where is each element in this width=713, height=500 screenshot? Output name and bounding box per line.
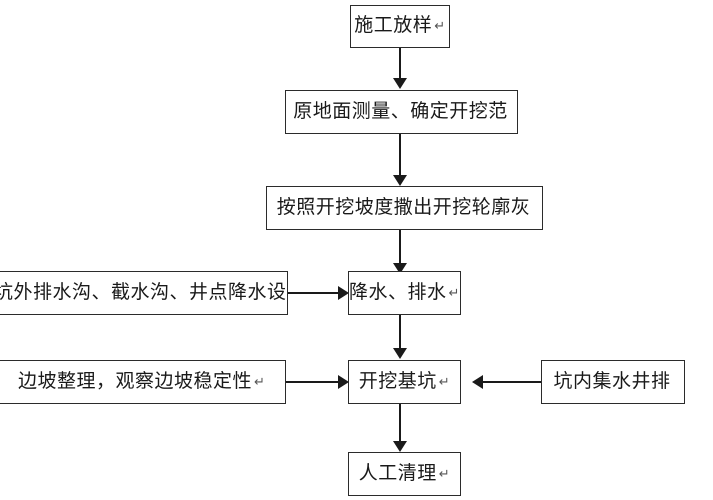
flow-node-slope-trimming[interactable]: 边坡整理，观察边坡稳定性↵ <box>0 360 286 404</box>
connector-n8-n7 <box>483 381 541 383</box>
flow-node-excavate-foundation-pit[interactable]: 开挖基坑↵ <box>348 360 461 404</box>
flow-node-internal-sump-drainage[interactable]: 坑内集水井排 <box>541 360 685 404</box>
flow-node-label: 开挖基坑 <box>358 370 437 392</box>
flow-node-excavation-outline[interactable]: 按照开挖坡度撒出开挖轮廓灰 <box>266 186 543 230</box>
return-mark-icon: ↵ <box>254 373 266 389</box>
connector-n3-n5 <box>399 230 401 263</box>
flow-node-label: 原地面测量、确定开挖范 <box>293 100 508 122</box>
flow-node-label: 坑内集水井排 <box>553 370 671 392</box>
connector-n4-n5 <box>288 292 338 294</box>
arrow-left-icon-n8-n7 <box>472 375 483 389</box>
arrow-down-icon-n7-n9 <box>393 441 407 452</box>
arrow-right-icon-n6-n7 <box>338 375 349 389</box>
return-mark-icon: ↵ <box>448 284 460 300</box>
flow-node-label: 降水、排水 <box>349 281 447 303</box>
connector-n5-n7 <box>399 315 401 348</box>
flow-node-dewatering-drainage[interactable]: 降水、排水↵ <box>348 271 461 315</box>
flow-node-label: 边坡整理，观察边坡稳定性 <box>18 370 253 392</box>
flow-node-label: 人工清理 <box>358 462 437 484</box>
arrow-down-icon-n1-n2 <box>393 78 407 89</box>
return-mark-icon: ↵ <box>438 373 451 389</box>
flow-node-label: 施工放样 <box>354 15 433 37</box>
arrow-down-icon-n2-n3 <box>393 175 407 186</box>
arrow-down-icon-n3-n5 <box>393 263 407 274</box>
flow-node-label: 坑外排水沟、截水沟、井点降水设 <box>0 281 287 303</box>
return-mark-icon: ↵ <box>434 18 446 34</box>
flow-node-construction-setout[interactable]: 施工放样↵ <box>350 5 450 48</box>
flow-node-manual-cleaning[interactable]: 人工清理↵ <box>348 452 461 496</box>
flow-node-ground-survey[interactable]: 原地面测量、确定开挖范 <box>285 90 518 134</box>
connector-n6-n7 <box>286 381 338 383</box>
flow-node-label: 按照开挖坡度撒出开挖轮廓灰 <box>276 196 531 218</box>
return-mark-icon: ↵ <box>438 465 451 481</box>
connector-n7-n9 <box>399 404 401 441</box>
arrow-right-icon-n4-n5 <box>338 286 349 300</box>
connector-n1-n2 <box>399 48 401 78</box>
flow-node-external-drainage[interactable]: 坑外排水沟、截水沟、井点降水设 <box>0 271 288 315</box>
arrow-down-icon-n5-n7 <box>393 348 407 359</box>
connector-n2-n3 <box>399 134 401 175</box>
